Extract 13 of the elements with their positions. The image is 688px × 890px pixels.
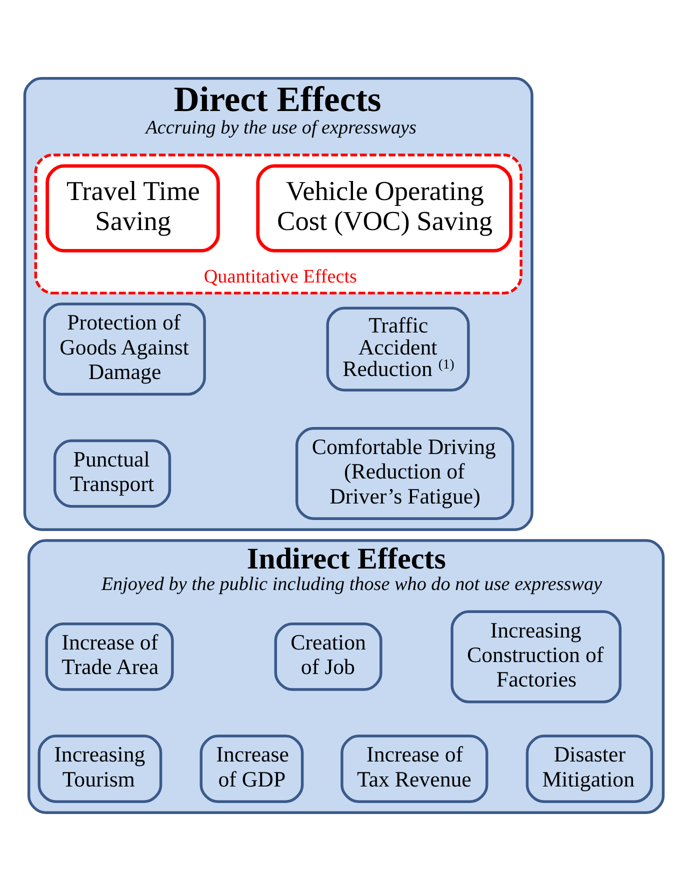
- node-box: Protection of Goods Against Damage: [43, 302, 206, 396]
- node-box: Increasing Tourism: [38, 734, 162, 803]
- node-box: Increasing Construction of Factories: [450, 610, 622, 703]
- node-box: Disaster Mitigation: [526, 734, 653, 803]
- node-box: Travel Time Saving: [46, 164, 220, 252]
- node-box: Increase of Trade Area: [45, 622, 174, 690]
- node-box: Comfortable Driving (Reduction of Driver’s Fatigue): [295, 426, 514, 520]
- node-box: Increase of Tax Revenue: [340, 734, 488, 803]
- node-box: Creation of Job: [274, 622, 382, 690]
- node-box: Traffic Accident Reduction $^{(1)}$: [326, 306, 470, 391]
- node-box: Vehicle Operating Cost (VOC) Saving: [256, 164, 512, 252]
- node-box: Punctual Transport: [53, 438, 172, 508]
- node-box: Increase of GDP: [200, 734, 304, 803]
